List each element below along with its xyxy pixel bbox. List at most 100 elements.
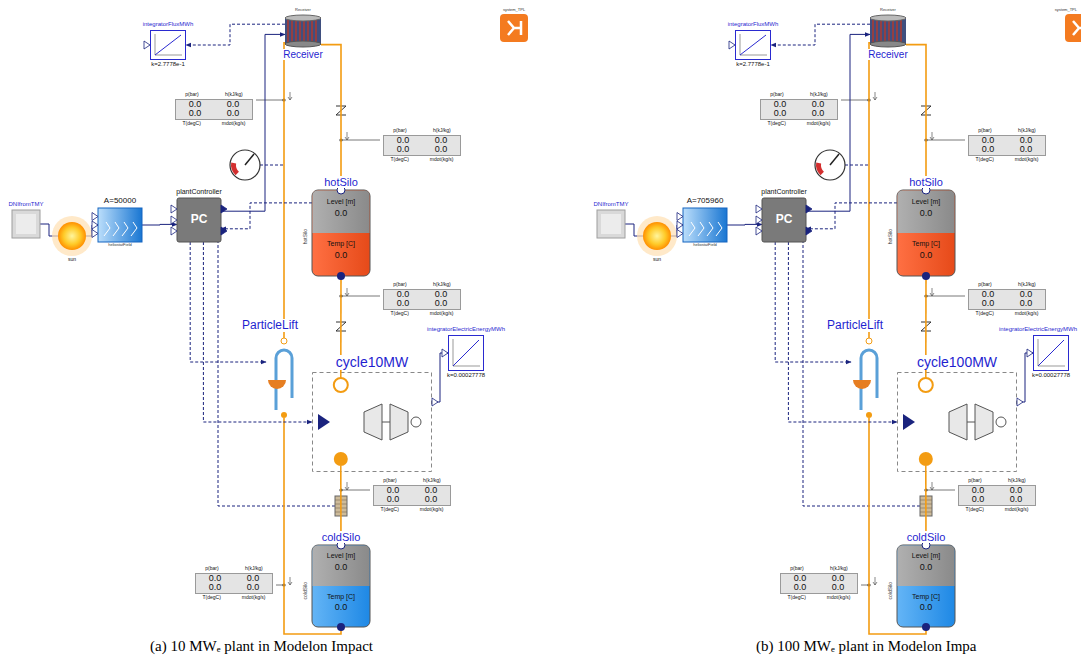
quantity-name: p(bar) <box>968 478 981 484</box>
signal-line <box>221 203 312 229</box>
sensor-value: 0.0 <box>1007 299 1045 309</box>
lift-bucket <box>853 380 871 389</box>
quantity-name: h(kJ/kg) <box>433 282 451 288</box>
sensor-tap <box>841 100 869 101</box>
signal-line <box>788 242 897 422</box>
particle-pipe <box>284 43 285 338</box>
cycle-frame <box>898 373 1017 472</box>
block-name: ParticleLift <box>825 319 885 332</box>
output-port <box>432 398 438 406</box>
quantity-name: p(bar) <box>393 128 406 134</box>
sensor-header: p(bar)h(kJ/kg) <box>172 92 256 98</box>
integ-component: integratorElectricEnergyMWhk=0.00027778 <box>448 335 484 371</box>
recv-icon <box>870 14 906 48</box>
block-name: ParticleLift <box>240 319 300 332</box>
generator <box>411 417 421 427</box>
heliostat-field <box>683 208 727 242</box>
sensor-header: p(bar)h(kJ/kg) <box>777 566 861 572</box>
quantity-name: p(bar) <box>205 566 218 572</box>
integrator-box <box>736 31 771 60</box>
dni-icon <box>12 210 40 238</box>
icon-caption: hotSilo <box>303 229 309 244</box>
lift-component: ParticleLift <box>851 338 887 418</box>
temperature-label: Temp [C] <box>312 593 370 601</box>
sensor-value: 0.0 <box>969 290 1007 300</box>
pc-component: plantControllerPC <box>177 198 221 242</box>
signal-line <box>432 353 448 402</box>
sensor-value: 0.0 <box>959 495 997 505</box>
recv-component: ReceiverReceiver <box>870 14 906 48</box>
quantity-name: p(bar) <box>790 566 803 572</box>
integ-component: integratorFluxMWhk=2.7778e-1 <box>735 30 771 60</box>
level-value: 0.0 <box>897 563 955 573</box>
block-name: heliostatField <box>108 243 132 247</box>
parameter-value: k=2.7778e-1 <box>736 61 770 68</box>
silo-headspace <box>898 546 955 587</box>
quantity-name: T(degC) <box>966 507 984 513</box>
sensor-footer: T(degC)mdot(kg/s) <box>192 595 276 601</box>
sensor-value: 0.0 <box>384 299 422 309</box>
quantity-name: T(degC) <box>391 311 409 317</box>
input-port <box>92 213 98 221</box>
sensor-value: 0.0 <box>422 299 460 309</box>
flow-arrow <box>873 577 877 585</box>
sensor-header: p(bar)h(kJ/kg) <box>380 282 464 288</box>
integrator-ramp <box>453 340 479 366</box>
hx-signal <box>803 242 920 506</box>
input-port <box>677 221 683 229</box>
level-label: Level [m] <box>897 198 955 206</box>
sensor-value: 0.0 <box>997 495 1035 505</box>
block-name: plantController <box>761 188 807 196</box>
signal-line <box>771 24 870 45</box>
sensor-value: 0.0 <box>959 486 997 496</box>
sensor-component: p(bar)h(kJ/kg)0.00.00.00.0T(degC)mdot(kg… <box>172 92 256 127</box>
quantity-name: mdot(kg/s) <box>420 507 444 513</box>
integrator-axes <box>155 34 182 55</box>
level-label: Level [m] <box>312 552 370 560</box>
block-name: cycle100MW <box>915 355 999 370</box>
helio-icon <box>683 208 727 242</box>
gauge-scale <box>231 163 239 176</box>
block-name: hotSilo <box>322 176 360 188</box>
silo-body <box>312 190 370 276</box>
icon-caption: Receiver <box>880 8 896 12</box>
value-grid: 0.00.00.00.0 <box>195 573 273 595</box>
cycle-input <box>903 414 915 430</box>
integ-component: integratorFluxMWhk=2.7778e-1 <box>150 30 186 60</box>
parameter-value: A=50000 <box>104 197 136 206</box>
sensor-value: 0.0 <box>384 145 422 155</box>
quantity-name: T(degC) <box>203 595 221 601</box>
outlet-port <box>922 272 930 280</box>
quantity-name: mdot(kg/s) <box>222 121 246 127</box>
mirror-row <box>689 222 695 236</box>
quantity-name: h(kJ/kg) <box>1018 128 1036 134</box>
quantity-name: T(degC) <box>768 121 786 127</box>
logo-badge <box>500 14 528 42</box>
sensor-component: p(bar)h(kJ/kg)0.00.00.00.0T(degC)mdot(kg… <box>965 282 1049 317</box>
quantity-name: mdot(kg/s) <box>1005 507 1029 513</box>
mirror-row <box>707 222 713 236</box>
sensor-value: 0.0 <box>819 574 857 584</box>
sensor-value: 0.0 <box>422 290 460 300</box>
flow-arrow <box>930 132 934 140</box>
signal-line <box>186 24 285 45</box>
block-name: heliostatField <box>693 243 717 247</box>
sensor-footer: T(degC)mdot(kg/s) <box>172 121 256 127</box>
sensor-component: p(bar)h(kJ/kg)0.00.00.00.0T(degC)mdot(kg… <box>370 478 454 513</box>
icon-caption: hotSilo <box>888 229 894 244</box>
sensor-component: p(bar)h(kJ/kg)0.00.00.00.0T(degC)mdot(kg… <box>380 282 464 317</box>
turbine <box>364 404 408 440</box>
value-grid: 0.00.00.00.0 <box>373 485 451 507</box>
sensor-value: 0.0 <box>799 109 837 119</box>
sensor-value: 0.0 <box>196 583 234 593</box>
value-grid: 0.00.00.00.0 <box>760 99 838 121</box>
block-name: sun <box>68 257 76 263</box>
silo-headspace <box>313 191 370 234</box>
gauge-signal <box>845 165 869 166</box>
block-name: DNIfromTMY <box>9 201 44 208</box>
controller-box <box>762 198 806 242</box>
cycle-icon <box>312 372 432 472</box>
block-name: Receiver <box>281 49 324 60</box>
logo-component: system_TPL <box>1065 14 1081 42</box>
value-grid: 0.00.00.00.0 <box>175 99 253 121</box>
